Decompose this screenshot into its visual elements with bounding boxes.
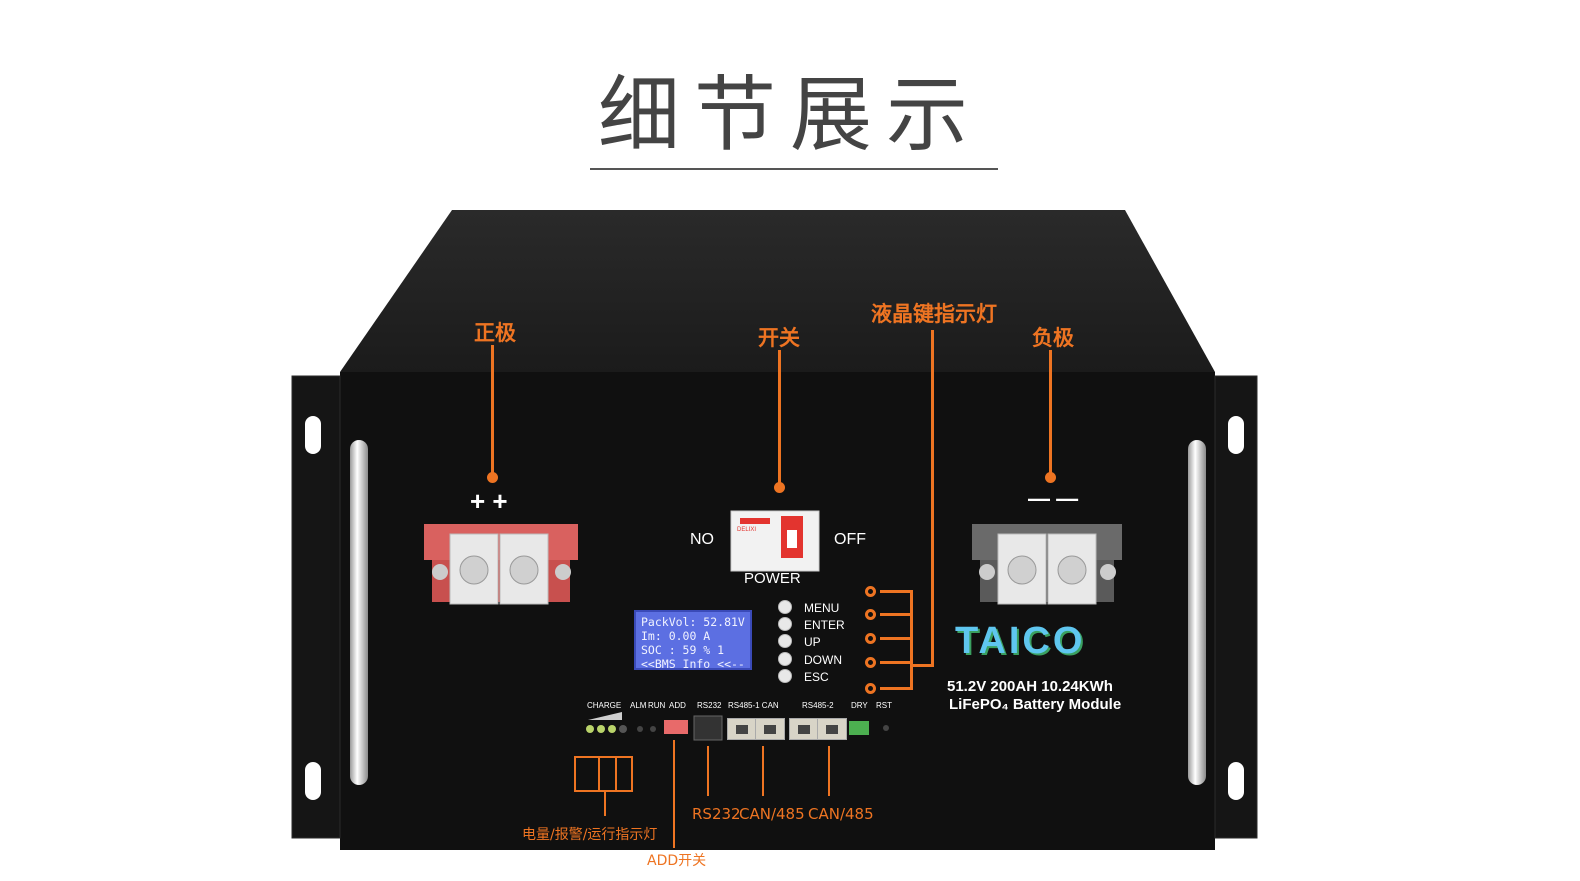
callout-indicators: 电量/报警/运行指示灯	[522, 827, 658, 843]
rst-label: RST	[876, 701, 892, 710]
lcd-display: PackVol: 52.81V Im: 0.00 A SOC : 59 % 1 …	[634, 610, 752, 671]
can-port-2[interactable]	[755, 718, 785, 740]
leader-dot-switch	[774, 482, 785, 493]
esc-button[interactable]	[778, 669, 792, 683]
lcd-line-1: PackVol: 52.81V	[641, 615, 745, 629]
leader-positive	[491, 345, 494, 477]
power-label: POWER	[744, 570, 801, 587]
battery-top-case	[340, 210, 1215, 372]
leader-can485-a	[762, 746, 764, 796]
spec-line-2: LiFePO₄ Battery Module	[949, 696, 1122, 713]
leader-indicators	[574, 756, 633, 758]
dry-label: DRY	[851, 701, 868, 710]
callout-lcd-keys: 液晶键指示灯	[871, 302, 997, 326]
add-label: ADD	[669, 701, 686, 710]
title-divider	[590, 168, 998, 170]
minus-marks: — —	[1028, 486, 1079, 511]
leader-add	[673, 740, 675, 848]
leader-can485-b	[828, 746, 830, 796]
callout-add-switch: ADD开关	[647, 853, 707, 869]
enter-button[interactable]	[778, 617, 792, 631]
callout-switch: 开关	[758, 326, 800, 350]
rs485-1-label: RS485-1 CAN	[728, 701, 779, 710]
down-label: DOWN	[804, 653, 842, 667]
leader-lcd-keys	[931, 330, 934, 665]
charge-label: CHARGE	[587, 701, 622, 710]
callout-positive: 正极	[474, 321, 516, 345]
battery-front-panel	[340, 372, 1215, 850]
plus-marks: + +	[470, 486, 508, 516]
enter-label: ENTER	[804, 618, 845, 632]
leader-lcd-bracket	[910, 590, 913, 690]
rs485-port-2[interactable]	[817, 718, 847, 740]
rs485-port-1[interactable]	[789, 718, 819, 740]
right-handle	[1188, 440, 1206, 785]
menu-button[interactable]	[778, 600, 792, 614]
lcd-line-4: <<BMS Info <<--	[641, 657, 745, 671]
lcd-line-2: Im: 0.00 A	[641, 629, 711, 643]
leader-dot-negative	[1045, 472, 1056, 483]
leader-dot-positive	[487, 472, 498, 483]
breaker-brand: DELIXI	[737, 527, 757, 533]
spec-line-1: 51.2V 200AH 10.24KWh	[947, 678, 1113, 695]
leader-negative	[1049, 350, 1052, 477]
left-handle	[350, 440, 368, 785]
up-button[interactable]	[778, 634, 792, 648]
no-label: NO	[690, 531, 714, 548]
leader-switch	[778, 350, 781, 486]
power-breaker	[730, 510, 820, 572]
rs485-2-label: RS485-2	[802, 701, 834, 710]
lcd-line-3: SOC : 59 % 1	[641, 643, 725, 657]
alm-label: ALM	[630, 701, 647, 710]
run-label: RUN	[648, 701, 666, 710]
negative-terminal	[972, 524, 1122, 605]
rs232-label: RS232	[697, 701, 722, 710]
page-title: 细节展示	[597, 68, 982, 163]
up-label: UP	[804, 635, 821, 649]
callout-can485-b: CAN/485	[808, 805, 874, 823]
brand-logo: TAICO	[955, 620, 1086, 662]
menu-label: MENU	[804, 601, 840, 615]
esc-label: ESC	[804, 670, 829, 684]
callout-can485-a: CAN/485	[739, 805, 805, 823]
leader-rs232	[707, 746, 709, 796]
callout-rs232: RS232	[692, 805, 741, 823]
callout-negative: 负极	[1032, 326, 1074, 350]
positive-terminal	[424, 524, 578, 605]
off-label: OFF	[834, 531, 866, 548]
down-button[interactable]	[778, 652, 792, 666]
can-port-1[interactable]	[727, 718, 757, 740]
